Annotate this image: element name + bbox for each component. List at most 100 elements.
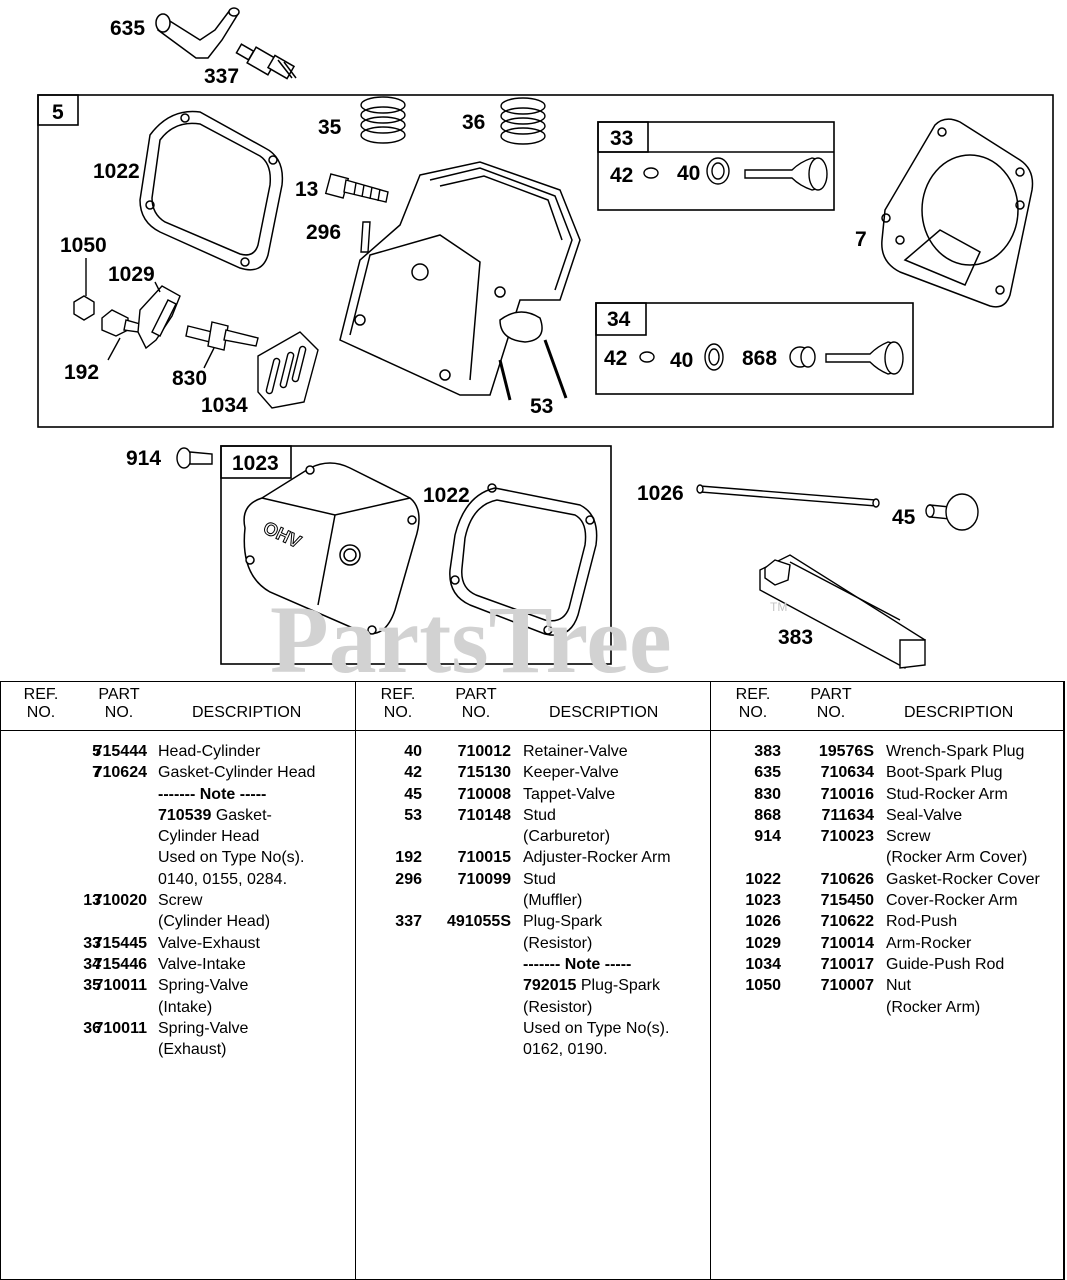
part-description: Nut (886, 977, 911, 995)
part-description: Stud (523, 806, 556, 824)
table-row: 0140, 0155, 0284. (1, 869, 355, 890)
part-description: Rod-Push (886, 913, 958, 931)
callout-1050: 1050 (60, 234, 107, 257)
note-part-number: 710539 (158, 806, 212, 824)
ref-number: 1023 (745, 892, 781, 910)
part-description: (Rocker Arm) (886, 998, 981, 1016)
ref-number: 1026 (745, 913, 781, 931)
ref-no-header: REF.NO. (735, 686, 771, 721)
part-description: Spring-Valve (158, 977, 249, 995)
ref-number: 7 (92, 764, 101, 782)
part-number: 711634 (821, 806, 874, 824)
ref-number: 1034 (745, 955, 781, 973)
note-part-number: 792015 (523, 977, 577, 995)
part-description: Adjuster-Rocker Arm (523, 849, 671, 867)
part-description: Seal-Valve (886, 806, 963, 824)
ref-number: 635 (754, 764, 781, 782)
part-description: 792015 Plug-Spark (523, 975, 660, 996)
table-row: 1023 715450 Cover-Rocker Arm (711, 890, 1065, 911)
part-description: Spring-Valve (158, 1019, 249, 1037)
push-rod-guide-drawing (257, 331, 319, 409)
callout-830: 830 (172, 367, 207, 390)
callout-383: 383 (778, 626, 813, 649)
callout-34: 34 (607, 308, 631, 331)
ref-number: 40 (404, 743, 422, 760)
part-number: 710099 (457, 870, 511, 888)
part-number: 710634 (820, 764, 874, 782)
ref-number: 1022 (745, 870, 781, 888)
part-description: Keeper-Valve (523, 764, 619, 782)
cylinder-head-screw-drawing (324, 173, 389, 203)
ref-no-header: REF.NO. (23, 686, 59, 721)
part-description: Cover-Rocker Arm (886, 892, 1018, 910)
rocker-cover-gasket-2-drawing (449, 483, 598, 636)
part-description: Arm-Rocker (886, 934, 972, 952)
part-description: (Cylinder Head) (158, 913, 271, 931)
part-number: 710020 (93, 892, 147, 910)
part-description: Tappet-Valve (523, 785, 616, 803)
part-description: ------- Note ----- (158, 785, 267, 803)
callout-35: 35 (318, 116, 342, 139)
callout-914: 914 (126, 447, 161, 470)
part-description: 710539 Gasket- (158, 805, 272, 826)
callout-7: 7 (855, 228, 867, 251)
table-row: (Cylinder Head) (1, 911, 355, 932)
callout-868: 868 (742, 347, 777, 370)
table-row: (Carburetor) (356, 826, 711, 847)
part-description: Plug-Spark (523, 913, 603, 931)
table-row: 710539 Gasket- (1, 805, 355, 826)
exhaust-valve-kit-box (597, 121, 835, 211)
callout-1029: 1029 (108, 263, 155, 286)
part-number: 715450 (820, 892, 874, 910)
description-header: DESCRIPTION (549, 704, 659, 721)
part-number: 710007 (820, 977, 874, 995)
muffler-stud-drawing (360, 221, 371, 253)
rocker-arm-drawing (137, 281, 181, 350)
part-number: 491055S (446, 913, 511, 931)
table-row: 337 491055S Plug-Spark (356, 911, 711, 932)
callout-1022-cover: 1022 (423, 484, 470, 507)
callout-13: 13 (295, 178, 318, 201)
callout-635: 635 (110, 17, 145, 40)
part-description: Cylinder Head (158, 828, 260, 846)
callout-337: 337 (204, 65, 239, 88)
rocker-stud-drawing (185, 321, 259, 369)
table-row: 635 710634 Boot-Spark Plug (711, 762, 1065, 783)
ref-number: 868 (754, 806, 781, 824)
part-description: (Resistor) (523, 934, 593, 952)
part-description: Retainer-Valve (523, 743, 628, 760)
intake-valve-parts-drawing (639, 341, 904, 375)
part-description: Used on Type No(s). (523, 1019, 670, 1037)
ref-number: 45 (404, 785, 422, 803)
valve-spring-36-drawing (500, 97, 546, 145)
ref-number: 337 (395, 913, 422, 931)
ref-number: 914 (754, 828, 781, 846)
table-row: Cylinder Head (1, 826, 355, 847)
valve-spring-35-drawing (360, 96, 406, 144)
cylinder-head-drawing (339, 161, 581, 401)
trademark-symbol: TM (770, 600, 787, 614)
description-header: DESCRIPTION (904, 704, 1014, 721)
spark-plug-wrench-drawing (759, 554, 927, 669)
part-number: 710624 (93, 764, 147, 782)
part-description: Valve-Exhaust (158, 934, 260, 952)
part-description: (Carburetor) (523, 828, 611, 846)
part-description: (Muffler) (523, 892, 583, 910)
part-description: Stud-Rocker Arm (886, 785, 1008, 803)
part-description: Boot-Spark Plug (886, 764, 1003, 782)
rocker-cover-gasket-drawing (139, 110, 284, 271)
table-row: (Exhaust) (1, 1039, 355, 1060)
part-number: 710015 (457, 849, 511, 867)
rocker-cover-kit-box (220, 445, 612, 665)
part-number: 710626 (820, 870, 874, 888)
